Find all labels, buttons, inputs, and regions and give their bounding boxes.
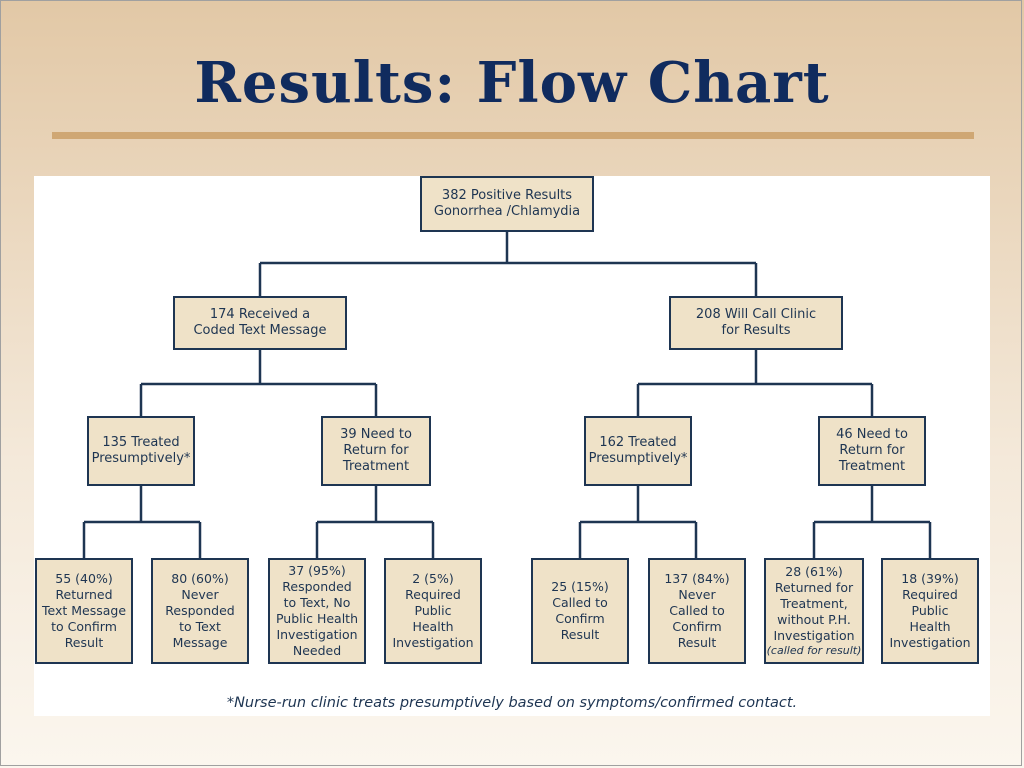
node-returned-without-investigation: 28 (61%) Returned for Treatment, without… <box>764 558 864 664</box>
title-divider <box>52 132 974 139</box>
node-need-return-call: 46 Need to Return for Treatment <box>818 416 926 486</box>
node-never-responded-text: 80 (60%) Never Responded to Text Message <box>151 558 249 664</box>
node-required-investigation-text: 2 (5%) Required Public Health Investigat… <box>384 558 482 664</box>
node-returned-text-message: 55 (40%) Returned Text Message to Confir… <box>35 558 133 664</box>
slide-title: Results: Flow Chart <box>194 50 830 116</box>
node-responded-no-investigation: 37 (95%) Responded to Text, No Public He… <box>268 558 366 664</box>
connector-lines <box>82 232 932 558</box>
node-treated-presumptively-text: 135 Treated Presumptively* <box>87 416 195 486</box>
node-treated-presumptively-call: 162 Treated Presumptively* <box>584 416 692 486</box>
footnote: *Nurse-run clinic treats presumptively b… <box>226 695 798 711</box>
flow-chart-panel: 382 Positive Results Gonorrhea /Chlamydi… <box>34 176 990 716</box>
node-will-call-clinic: 208 Will Call Clinic for Results <box>669 296 843 350</box>
node-need-return-text: 39 Need to Return for Treatment <box>321 416 431 486</box>
node-required-investigation-call: 18 (39%) Required Public Health Investig… <box>881 558 979 664</box>
node-positive-results: 382 Positive Results Gonorrhea /Chlamydi… <box>420 176 594 232</box>
node-never-called-to-confirm: 137 (84%) Never Called to Confirm Result <box>648 558 746 664</box>
node-received-text-message: 174 Received a Coded Text Message <box>173 296 347 350</box>
node-called-to-confirm: 25 (15%) Called to Confirm Result <box>531 558 629 664</box>
